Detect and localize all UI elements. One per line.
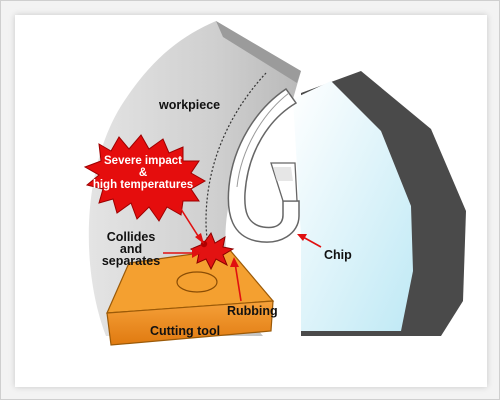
workpiece-top-rim <box>216 21 301 83</box>
cutting-tool-label: Cutting tool <box>150 324 220 338</box>
severe-impact-label-1: Severe impact <box>104 155 182 167</box>
tool-hole <box>176 271 218 293</box>
collides-label-3: separates <box>102 254 160 268</box>
cut-path-line <box>205 72 267 292</box>
workpiece-label: workpiece <box>158 98 220 112</box>
collides-label-2: and <box>120 242 142 256</box>
chip-edge <box>236 92 290 188</box>
arrow-impact <box>178 205 204 244</box>
cutting-diagram: workpiece Severe impact & high temperatu… <box>83 21 466 346</box>
rubbing-label: Rubbing <box>227 304 278 318</box>
machined-surface <box>293 81 413 331</box>
severe-impact-label-2: & <box>139 167 147 179</box>
diagram-panel: workpiece Severe impact & high temperatu… <box>15 15 487 387</box>
cutting-tool-front <box>106 300 274 346</box>
chip-end-shade <box>273 167 293 181</box>
impact-burst <box>83 134 207 222</box>
collides-label-1: Collides <box>107 230 156 244</box>
chip-label: Chip <box>324 248 352 262</box>
arrow-collides <box>163 248 201 258</box>
arrow-rubbing <box>230 257 242 302</box>
arrow-chip <box>297 234 322 248</box>
contact-burst <box>189 231 235 271</box>
severe-impact-label-3: high temperatures <box>93 179 193 191</box>
